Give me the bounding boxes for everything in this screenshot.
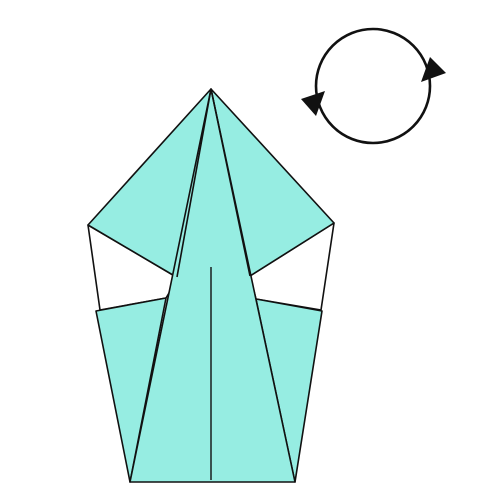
rotate-circle <box>314 27 432 145</box>
center-kite-flap <box>129 88 296 483</box>
fold-line-right-inner <box>210 88 251 277</box>
rotate-around-arrows-icon <box>301 27 446 145</box>
left-lower-flap <box>95 297 167 483</box>
rotate-arrowhead-right <box>421 57 446 82</box>
fold-line-left-inner <box>176 88 212 278</box>
rotate-arrowhead-left <box>301 91 325 116</box>
